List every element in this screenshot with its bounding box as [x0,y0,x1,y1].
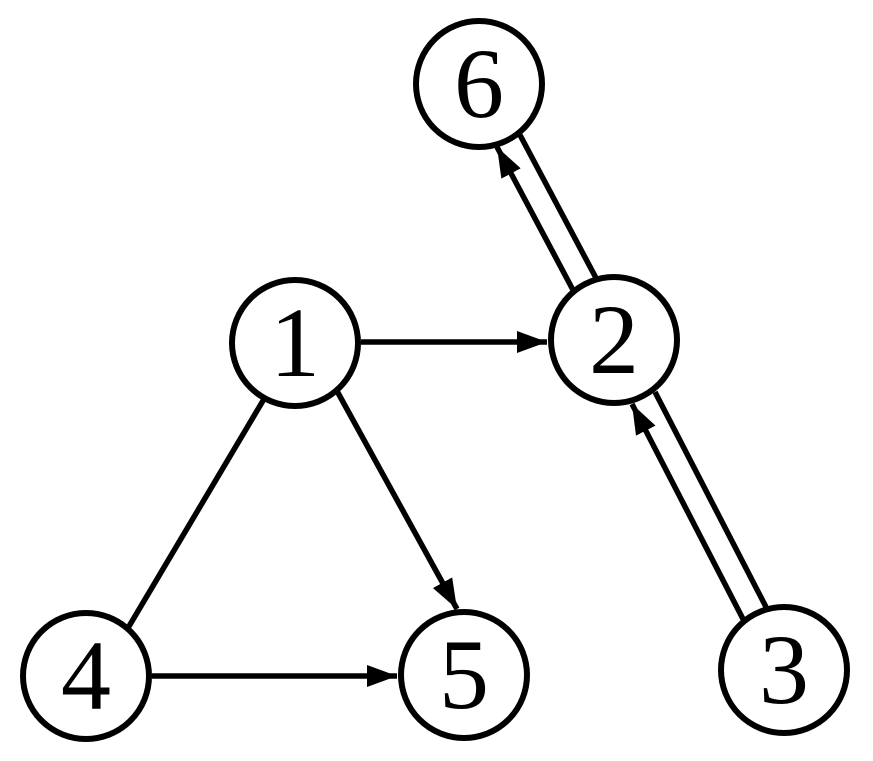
node-label-3: 3 [759,614,809,725]
node-6: 6 [413,18,545,150]
node-label-1: 1 [270,287,320,398]
node-2: 2 [548,274,680,406]
node-3: 3 [718,604,850,736]
node-circle-2 [548,274,680,406]
node-label-5: 5 [439,619,489,730]
node-label-4: 4 [61,620,111,731]
node-4: 4 [20,610,152,742]
edge-2-6-arrow [494,145,576,292]
node-circle-6 [413,18,545,150]
node-5: 5 [398,609,530,741]
node-circle-5 [398,609,530,741]
node-label-6: 6 [454,28,504,139]
edge-6-2-line [517,133,599,280]
node-circle-3 [718,604,850,736]
node-1: 1 [229,277,361,409]
edge-1-5-arrow [334,389,460,611]
node-label-2: 2 [589,284,639,395]
edge-3-2-arrow [629,402,746,621]
nodes-layer: 1 2 3 4 5 6 [20,18,850,742]
edge-1-4-line [125,397,267,630]
edges-layer [125,133,769,687]
node-circle-1 [229,277,361,409]
edge-3-2-line [652,390,769,609]
node-circle-4 [20,610,152,742]
